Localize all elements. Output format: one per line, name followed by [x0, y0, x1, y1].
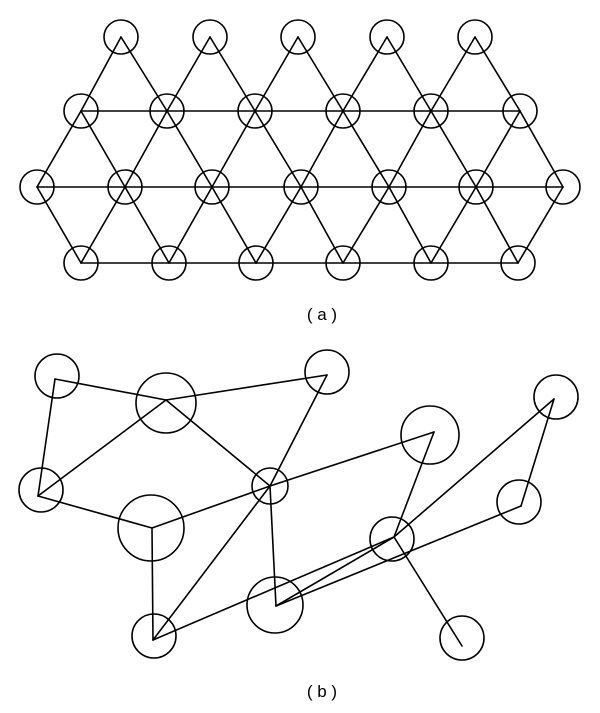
panel-b-caption: ( b ) [307, 682, 337, 701]
edge-a15-a22 [300, 186, 344, 264]
edge-a4-a9 [342, 36, 388, 112]
node-b2 [135, 372, 197, 434]
edge-a7-a13 [124, 110, 168, 188]
edge-a6-a13 [80, 110, 126, 188]
node-b10 [496, 479, 542, 525]
node-a18 [545, 169, 581, 205]
edge-a7-a14 [166, 110, 213, 188]
panel-a-triangular-lattice: ( a ) [19, 19, 581, 324]
node-b9 [400, 405, 460, 465]
edge-a8-a14 [211, 110, 256, 188]
node-b7 [131, 613, 177, 659]
edge-a2-a7 [166, 36, 211, 112]
node-b5 [117, 494, 185, 562]
node-a7 [149, 93, 185, 129]
node-a19 [63, 245, 99, 281]
node-a14 [194, 169, 230, 205]
edge-a16-a22 [342, 186, 390, 264]
edge-b12-b9 [393, 431, 435, 538]
edge-b12-b11 [393, 398, 555, 538]
edge-b2-b6 [165, 399, 271, 487]
edge-a4-a10 [386, 36, 432, 112]
edge-a9-a15 [300, 110, 344, 188]
edge-a5-a11 [474, 36, 521, 112]
panel-b-irregular-network: ( b ) [18, 349, 579, 701]
node-b4 [18, 467, 64, 513]
edge-b6-b7 [152, 485, 271, 641]
edge-a11-a17 [475, 110, 521, 188]
node-a17 [458, 169, 494, 205]
panel-a-nodes [19, 19, 581, 281]
edge-a8-a15 [254, 110, 302, 188]
edge-b4-b2 [37, 399, 167, 497]
node-b6 [251, 467, 289, 505]
edge-b1-b4 [37, 378, 56, 497]
node-a11 [502, 93, 538, 129]
edge-a14-a21 [211, 186, 257, 264]
edge-a13-a19 [80, 186, 126, 264]
edge-a3-a8 [254, 36, 299, 112]
edge-b6-b8 [269, 485, 277, 607]
panel-b-edges [37, 374, 555, 647]
edge-b5-b6 [151, 485, 271, 529]
node-b3 [304, 349, 350, 395]
node-a20 [151, 245, 187, 281]
node-a5 [457, 19, 493, 55]
edge-a10-a16 [388, 110, 432, 188]
node-a13 [107, 169, 143, 205]
edge-a15-a21 [255, 186, 302, 264]
edge-a3-a9 [297, 36, 344, 112]
edge-b10-b8 [275, 505, 522, 607]
edge-a10-a17 [430, 110, 477, 188]
edge-a18-a24 [517, 186, 564, 264]
edge-a5-a10 [430, 36, 476, 112]
edge-a1-a6 [80, 36, 122, 112]
edge-a1-a7 [120, 36, 168, 112]
node-b12 [369, 516, 415, 562]
node-a15 [283, 169, 319, 205]
edge-a13-a20 [124, 186, 170, 264]
edge-b5-b7 [151, 527, 154, 641]
edge-a14-a20 [168, 186, 213, 264]
edge-a2-a8 [209, 36, 256, 112]
node-b8 [246, 576, 304, 634]
edge-b4-b5 [37, 495, 153, 529]
edge-a9-a16 [342, 110, 390, 188]
edge-b1-b2 [54, 378, 167, 401]
edge-b8-b12 [275, 536, 395, 607]
edge-a6-a12 [36, 110, 82, 188]
node-a21 [238, 245, 274, 281]
edge-a16-a23 [388, 186, 432, 264]
node-b13 [439, 615, 485, 661]
panel-a-edges [36, 36, 564, 264]
edge-b2-b3 [165, 374, 328, 401]
node-a22 [325, 245, 361, 281]
panel-b-nodes [18, 349, 579, 661]
edge-b12-b13 [393, 536, 463, 647]
node-a4 [369, 19, 405, 55]
edge-b3-b6 [269, 374, 328, 487]
node-a16 [371, 169, 407, 205]
node-a23 [413, 245, 449, 281]
node-b1 [34, 353, 80, 399]
edge-a17-a24 [475, 186, 519, 264]
panel-a-caption: ( a ) [307, 305, 337, 324]
node-a12 [19, 169, 55, 205]
edge-b7-b12 [152, 536, 395, 641]
node-a2 [192, 19, 228, 55]
edge-a17-a23 [430, 186, 477, 264]
node-b11 [533, 374, 579, 420]
edge-b11-b10 [520, 398, 555, 507]
node-a10 [413, 93, 449, 129]
node-a3 [280, 19, 316, 55]
node-a6 [63, 93, 99, 129]
node-a8 [237, 93, 273, 129]
edge-a11-a18 [519, 110, 564, 188]
node-a9 [325, 93, 361, 129]
edge-a12-a19 [36, 186, 82, 264]
node-a24 [500, 245, 536, 281]
edge-b6-b9 [269, 431, 435, 487]
node-a1 [103, 19, 139, 55]
